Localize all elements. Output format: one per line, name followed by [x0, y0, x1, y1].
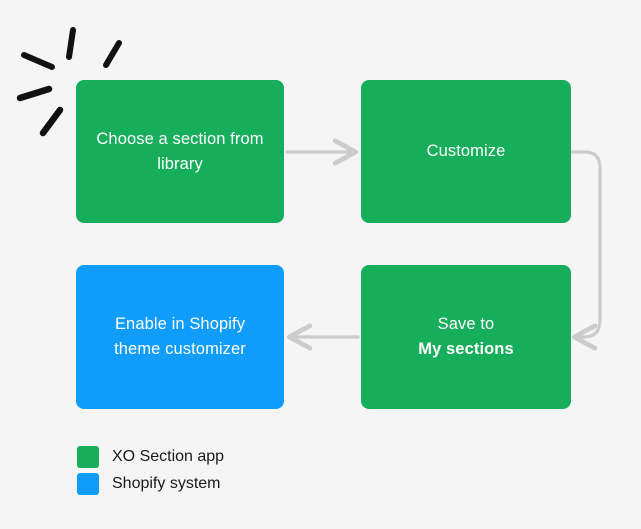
flow-node-customize[interactable]: Customize [361, 80, 571, 223]
legend-swatch-green [77, 445, 99, 468]
edge-customize-to-save [570, 150, 602, 351]
flow-node-customize-label: Customize [426, 142, 506, 160]
legend-label-shopify-system: Shopify system [112, 474, 221, 492]
legend: XO Section app Shopify system [77, 443, 224, 497]
legend-item-xo-section-app: XO Section app [77, 443, 224, 470]
legend-item-shopify-system: Shopify system [77, 470, 224, 497]
sparkle-icon [16, 27, 122, 137]
legend-swatch-blue [77, 472, 99, 495]
legend-label-xo-section-app: XO Section app [112, 447, 225, 465]
